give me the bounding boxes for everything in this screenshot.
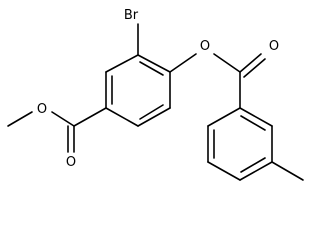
methyl-ester-single-oxygen-label: O	[37, 102, 47, 117]
bond-a3-a4	[137, 107, 171, 127]
bond-a1-a2-inner	[139, 61, 164, 76]
bond-b3-b4-inner	[240, 157, 266, 173]
bond-carbonyl-double-2	[243, 58, 266, 78]
ester-oxygen-label: O	[200, 39, 210, 54]
bond-b6-b1	[207, 107, 241, 127]
bond-a4-a5	[105, 107, 139, 127]
bond-o-methyl	[7, 111, 33, 127]
bond-ester-c-o	[51, 111, 75, 127]
bond-carbonyl-double-1	[239, 53, 262, 73]
bond-b1-b2-inner	[240, 115, 266, 131]
bond-o-carbonyl-c	[213, 53, 241, 73]
chemical-structure-diagram: Br O O O O	[7, 8, 304, 181]
methyl-ester-carbonyl-oxygen-label: O	[66, 155, 76, 170]
bond-ring-o	[169, 53, 197, 73]
bond-a1-a2	[137, 54, 171, 73]
bromine-label: Br	[124, 8, 139, 23]
bond-b4-b5	[207, 161, 241, 181]
carbonyl-oxygen-label: O	[269, 39, 279, 54]
bond-b3-b4	[239, 161, 273, 181]
bond-b1-b2	[239, 107, 273, 127]
ring-a	[105, 54, 171, 127]
ring-b	[207, 107, 273, 181]
bond-a6-a1	[105, 54, 139, 73]
bond-ringb-methyl	[271, 161, 304, 181]
bond-a3-a4-inner	[139, 104, 164, 120]
bond-ring-ester-c	[73, 107, 107, 127]
